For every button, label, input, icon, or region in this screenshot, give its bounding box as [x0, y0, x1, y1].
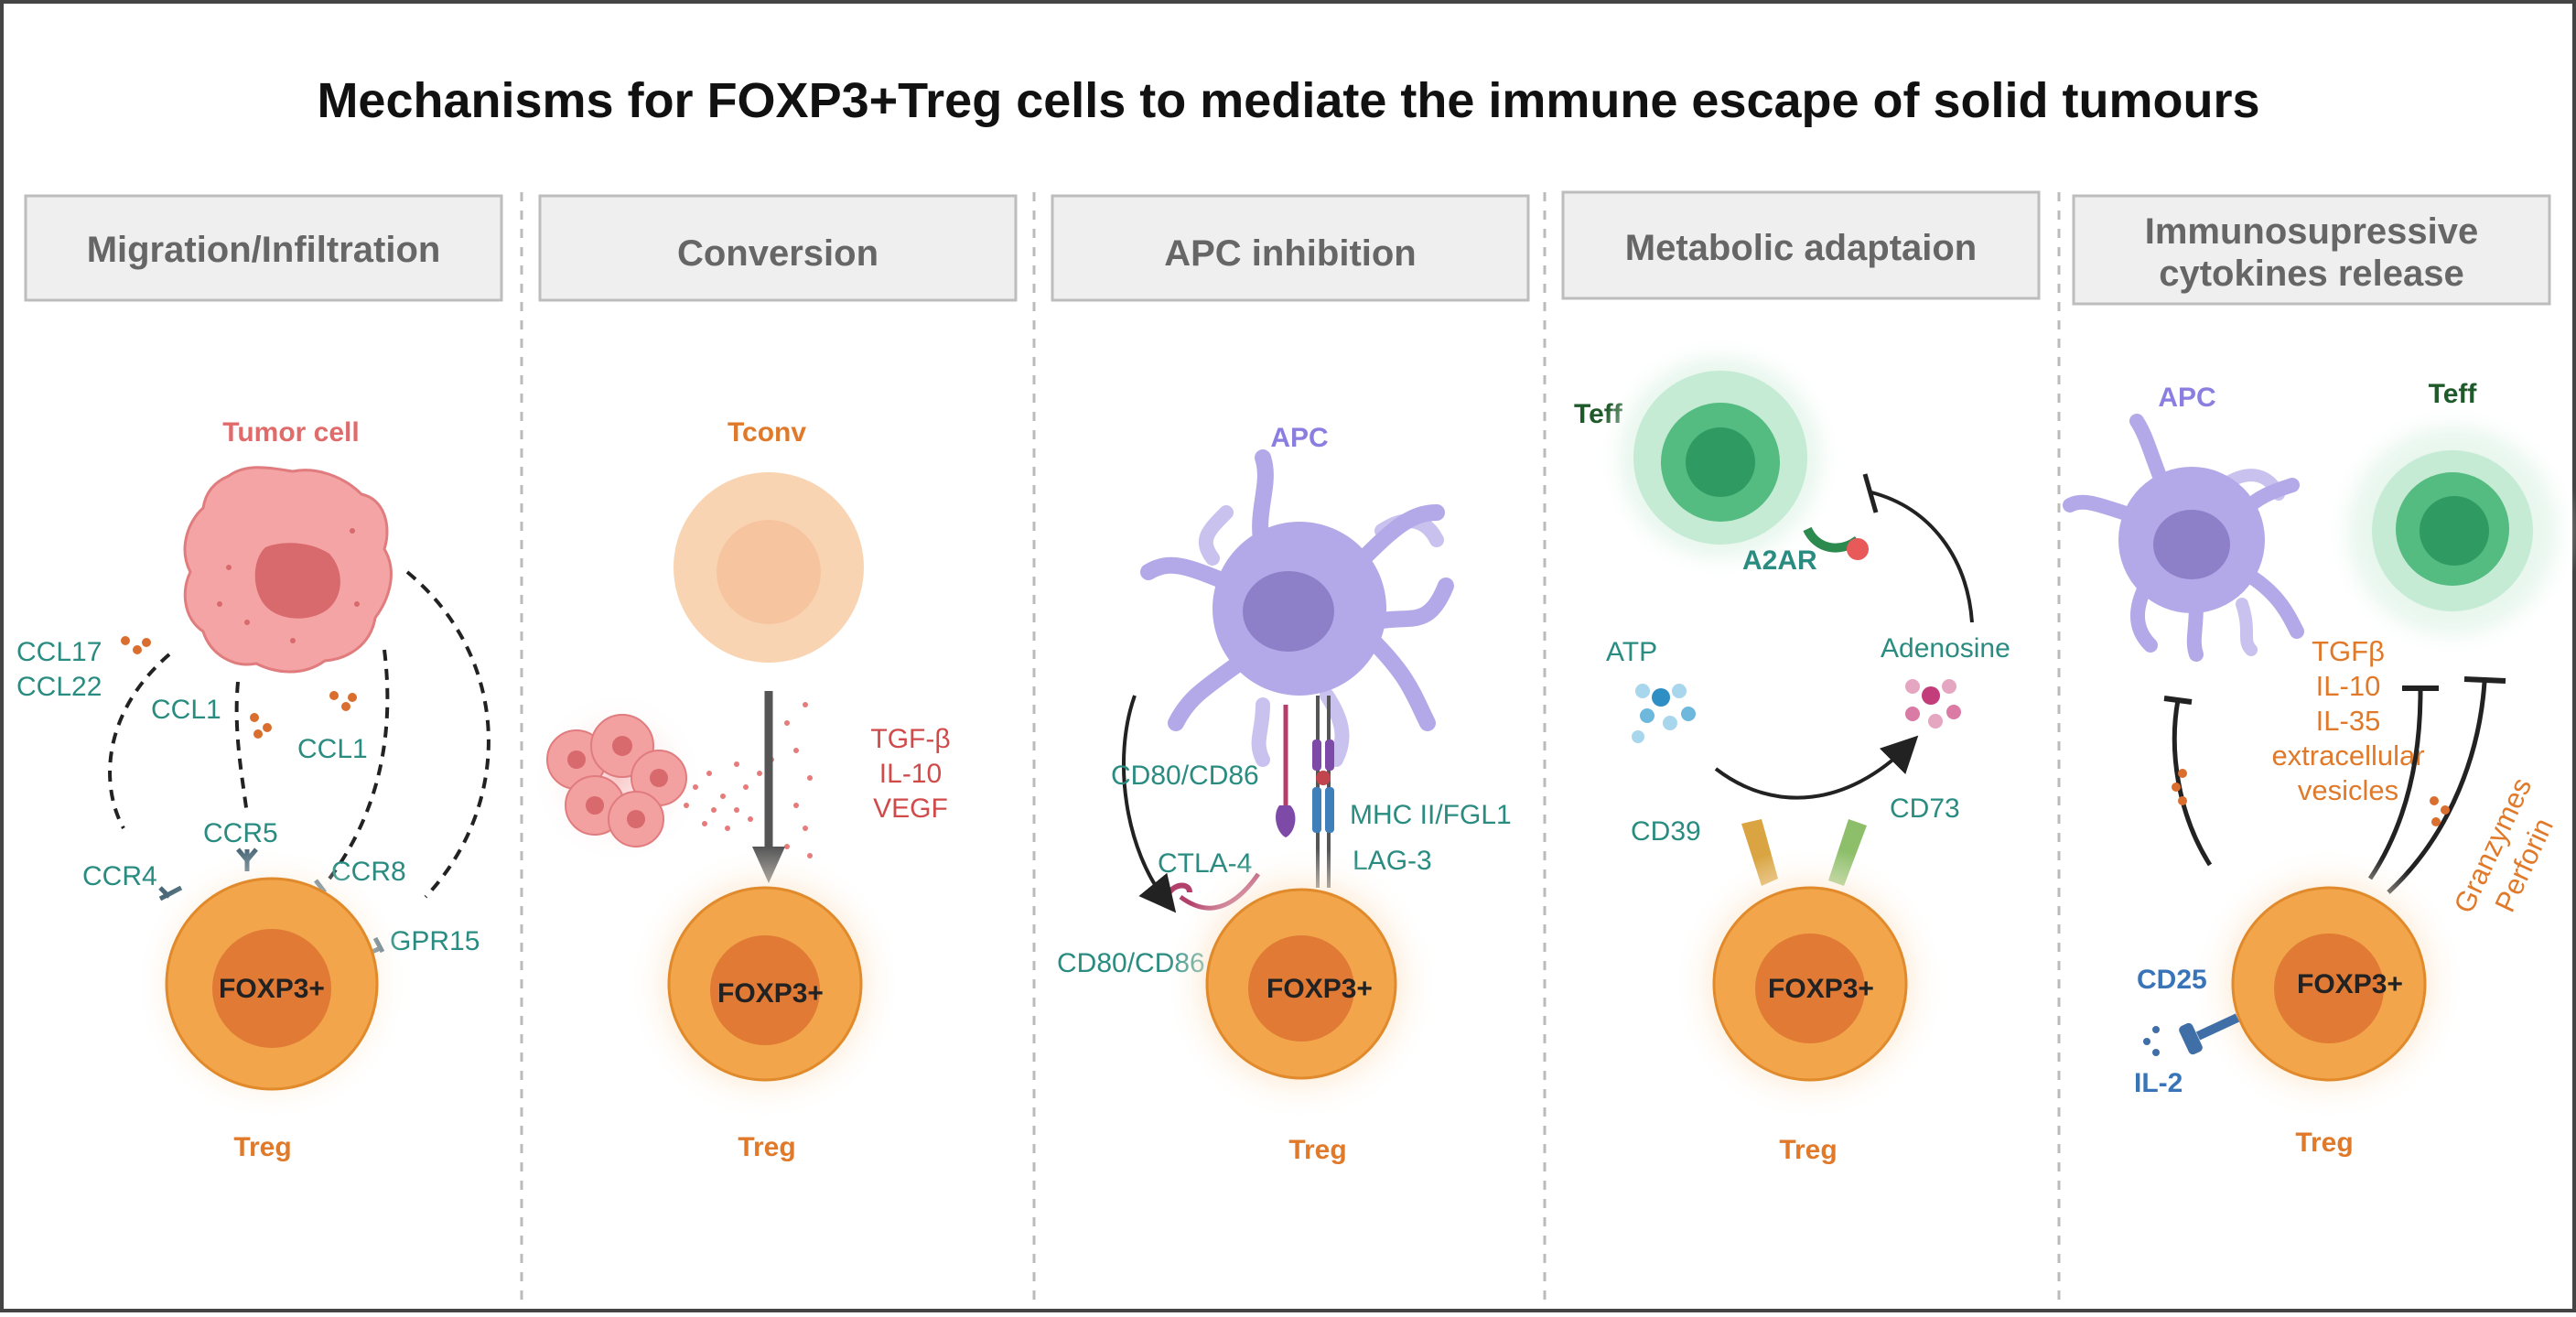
il2-dots [2143, 1026, 2160, 1056]
treg-label-5: Treg [2295, 1128, 2353, 1158]
header-cytokines-line2: cytokines release [2159, 254, 2464, 294]
treg-label-3: Treg [1288, 1135, 1346, 1165]
chemokine-ccl1-b: CCL1 [297, 734, 368, 764]
apc-label-cd80-cd86-a: CD80/CD86 [1111, 761, 1259, 791]
panel-header-metabolic: Metabolic adaptaion [1561, 190, 2041, 300]
treg-label-4: Treg [1779, 1135, 1837, 1165]
receptor-ccr4: CCR4 [82, 861, 157, 891]
teff-cell-icon-1 [1597, 334, 1844, 581]
treg-cell-icon-1 [135, 847, 409, 1121]
cytokine-dots [2172, 769, 2450, 826]
treg-label-1: Treg [233, 1132, 291, 1162]
treg-cell-icon-2 [628, 847, 902, 1121]
tumor-cell-icon [183, 466, 393, 674]
cytokine-ev-line2: vesicles [2298, 774, 2398, 806]
atp-to-adenosine-arrow [1714, 735, 1919, 800]
inhibition-bar [1862, 473, 1879, 513]
treg-marker-1: FOXP3+ [219, 974, 325, 1004]
panel-dividers [520, 192, 2061, 1309]
treg-cell-icon-4 [1673, 847, 1947, 1121]
header-metabolic-text: Metabolic adaptaion [1625, 228, 1978, 268]
apc-label-mhc-fgl1: MHC II/FGL1 [1350, 800, 1512, 830]
panel-migration: Tumor cell CCL17 CCL22 CCL1 CCL1 [16, 417, 490, 1162]
chemokine-ccl17: CCL17 [16, 637, 102, 667]
panel-cytokines: APC Teff TGFβ IL-10 IL [2063, 379, 2576, 1158]
adenosine-inhibition-line [1870, 491, 1974, 623]
tconv-cell-icon [674, 472, 864, 663]
il2-label: IL-2 [2134, 1068, 2183, 1098]
panel-header-conversion: Conversion [538, 194, 1018, 302]
chemokine-ccl1-a: CCL1 [151, 695, 221, 725]
chemotaxis-paths [108, 570, 490, 899]
cd39-label: CD39 [1631, 816, 1701, 847]
cytokine-il10: IL-10 [2316, 670, 2381, 702]
apc-label: APC [1270, 423, 1328, 453]
panel-header-migration: Migration/Infiltration [24, 194, 503, 302]
header-conversion-text: Conversion [677, 233, 878, 274]
panel-metabolic: Teff A2AR ATP Adenosine CD39 [1574, 334, 2010, 1165]
cd73-label: CD73 [1890, 793, 1960, 824]
secreted-factor-dots [684, 702, 813, 858]
header-apc-text: APC inhibition [1164, 233, 1417, 274]
a2ar-receptor-icon [1803, 526, 1869, 560]
tconv-label: Tconv [728, 417, 806, 448]
atp-molecules [1632, 684, 1696, 743]
cd25-label: CD25 [2137, 965, 2207, 995]
chemokine-ccl22: CCL22 [16, 672, 102, 702]
tumor-cell-label: Tumor cell [222, 417, 359, 448]
apc-cell-icon-2 [2063, 414, 2304, 662]
tumor-cluster-icon [531, 691, 705, 865]
factor-tgfb: TGF-β [870, 724, 950, 754]
panel-conversion: Tconv [531, 417, 951, 1162]
panel-header-cytokines: Immunosupressive cytokines release [2072, 194, 2551, 306]
apc-label-2: APC [2158, 383, 2215, 413]
panel-apc-inhibition: APC [1057, 423, 1512, 1165]
figure-title: Mechanisms for FOXP3+Treg cells to media… [317, 73, 2259, 128]
treg-marker-3: FOXP3+ [1266, 974, 1373, 1004]
factor-vegf: VEGF [873, 793, 948, 824]
chemokine-dots [121, 636, 357, 739]
cytokine-il35: IL-35 [2316, 705, 2381, 737]
adenosine-molecules [1905, 679, 1961, 729]
treg-marker-4: FOXP3+ [1768, 974, 1874, 1004]
treg-marker-2: FOXP3+ [717, 978, 824, 1009]
cd25-receptor-icon [2179, 1013, 2240, 1055]
panel-header-apc: APC inhibition [1051, 194, 1530, 302]
adenosine-label: Adenosine [1881, 633, 2010, 664]
cytokine-ev-line1: extracellular [2271, 739, 2424, 772]
apc-cell-icon [1140, 449, 1454, 767]
teff-cell-icon-2 [2324, 403, 2576, 659]
header-migration-text: Migration/Infiltration [87, 230, 441, 270]
treg-cell-icon-5 [2192, 847, 2466, 1121]
treg-cell-icon-3 [1164, 847, 1439, 1121]
cytokine-tgfb: TGFβ [2312, 635, 2385, 667]
apc-inhibition-arrow [1121, 695, 1177, 913]
receptor-ccr5: CCR5 [203, 818, 278, 848]
treg-label-2: Treg [738, 1132, 795, 1162]
header-cytokines-line1: Immunosupressive [2145, 211, 2479, 252]
factor-il10: IL-10 [879, 759, 942, 789]
treg-marker-5: FOXP3+ [2297, 969, 2403, 999]
inhibition-bars [2163, 676, 2506, 705]
a2ar-label: A2AR [1742, 545, 1817, 576]
atp-label: ATP [1606, 637, 1657, 667]
